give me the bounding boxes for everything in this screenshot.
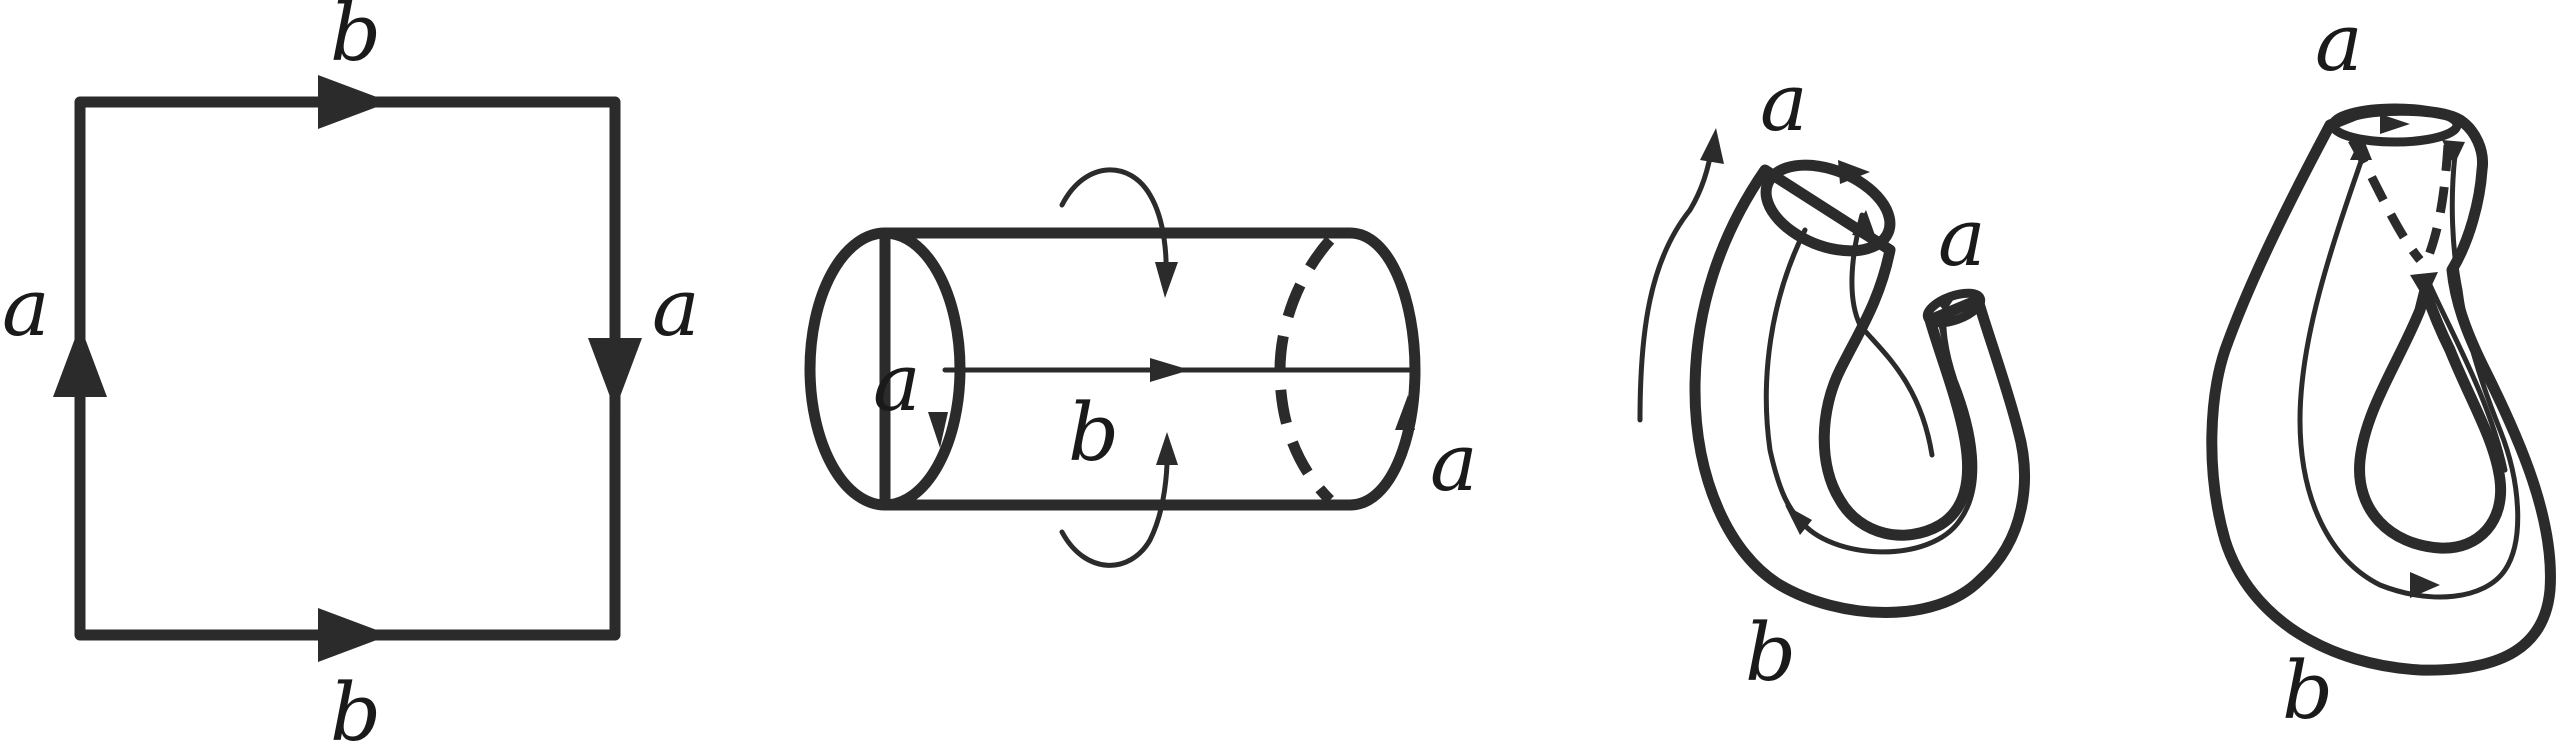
klein-bottle-line-inner — [2427, 282, 2508, 473]
bent-tube-arrow-end — [1935, 290, 1960, 312]
cylinder-label-left: a — [873, 336, 921, 429]
cylinder-line-b-arrow — [1150, 358, 1190, 382]
bent-tube-inner-line-2 — [1937, 317, 1971, 463]
bent-tube-line-b — [1763, 227, 1808, 523]
cylinder-right-end-dashed — [1274, 236, 1335, 504]
bottom-edge-arrow — [318, 608, 390, 662]
cylinder-body — [879, 227, 1421, 511]
klein-bottle-body — [2206, 104, 2556, 676]
twist-arrow-bottom — [1059, 442, 1170, 568]
bent-tube-label-top: a — [1760, 56, 1808, 149]
square-surface — [74, 96, 621, 641]
bent-tube-through-line — [1849, 212, 1935, 458]
bent-tube-panel: a a b — [1637, 56, 2030, 699]
cylinder-right-end-arrow — [1395, 395, 1415, 430]
square-panel: b b a a — [2, 0, 700, 748]
square-label-right: a — [652, 261, 700, 354]
klein-bottle-line-b — [2297, 147, 2521, 600]
square-label-top: b — [330, 0, 381, 79]
bent-tube-arrow-bottom — [1785, 505, 1812, 535]
right-edge-arrow — [588, 338, 642, 410]
klein-bottle-label-top: a — [2315, 0, 2363, 89]
bending-arrow-head — [1700, 128, 1724, 164]
bent-tube-body — [1689, 164, 2030, 618]
klein-bottle-panel: a b — [2206, 0, 2556, 737]
bending-arrow — [1637, 142, 1715, 423]
bent-tube-label-bottom: b — [1745, 606, 1796, 699]
top-edge-arrow — [318, 75, 390, 129]
klein-bottle-arrow-neck — [2410, 272, 2438, 300]
cylinder-panel: a b a — [804, 167, 1478, 568]
klein-bottle-label-bottom: b — [2282, 644, 2333, 737]
klein-bottle-top-opening — [2328, 103, 2462, 147]
klein-bottle-arrow-right — [2442, 140, 2465, 165]
square-label-left: a — [2, 261, 50, 354]
bent-tube-arrow-through — [1852, 210, 1876, 238]
twist-arrow-bottom-head — [1156, 432, 1178, 465]
bent-tube-label-right: a — [1938, 191, 1986, 284]
cylinder-left-end-arrow — [928, 412, 948, 448]
twist-arrow-top — [1059, 167, 1169, 288]
left-edge-arrow — [53, 325, 107, 397]
twist-arrow-top-head — [1155, 262, 1178, 298]
cylinder-label-middle: b — [1068, 386, 1119, 479]
cylinder-label-right: a — [1430, 416, 1478, 509]
square-label-bottom: b — [330, 666, 381, 748]
bent-tube-arrow-top — [1838, 160, 1870, 184]
klein-bottle-arrow-top — [2380, 114, 2410, 134]
klein-bottle-neck-dashed-2 — [2420, 144, 2453, 267]
klein-bottle-arrow-left — [2350, 135, 2372, 160]
klein-bottle-hole — [2354, 284, 2507, 554]
klein-bottle-arrow-bottom — [2410, 572, 2440, 598]
